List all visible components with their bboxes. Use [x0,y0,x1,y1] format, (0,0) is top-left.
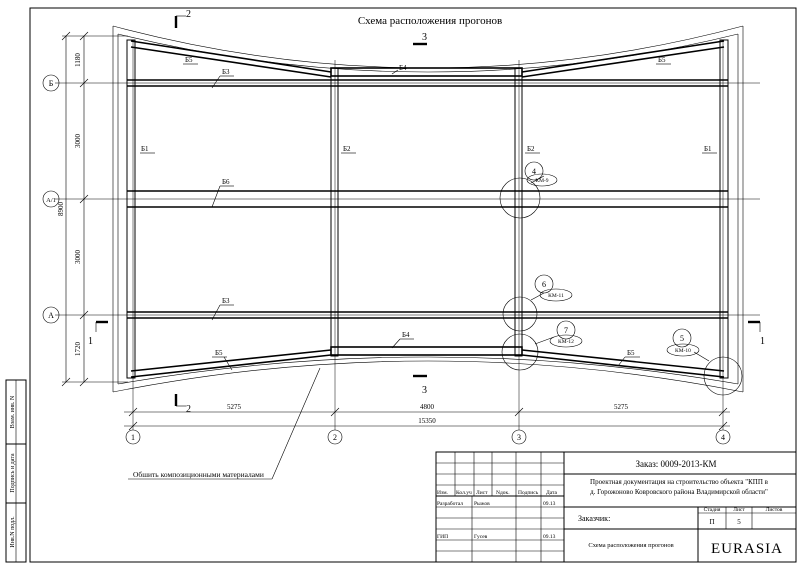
tb-header-list: Лист [476,490,488,496]
beam-label-b2-left: Б2 [343,145,351,153]
columns [126,39,729,379]
axis-label-1: 1 [131,433,135,442]
beam-label-b4-bottom: Б4 [402,331,410,339]
dim-3000-lower: 3000 [74,250,82,265]
beam-labels: Б1 Б1 Б2 Б2 Б3 Б3 Б4 Б4 Б5 Б5 Б5 Б5 Б6 [140,56,717,371]
tb-row2-role: ГИП [437,534,448,540]
beam-label-b5-bottom-right: Б5 [627,349,635,357]
callout-7-sheet: КМ-12 [558,339,574,345]
horizontal-dimensions: 5275 4800 5275 15350 [124,403,730,431]
tb-logo: EURASIA [711,541,783,557]
side-stamp-podpis: Подпись и дата [10,453,16,493]
section-mark-1-right: 1 [760,336,765,347]
drawing-title: Схема расположения прогонов [358,15,502,27]
section-marks: 2 2 3 3 1 1 [88,9,765,415]
beam-label-b1-left: Б1 [141,145,149,153]
dim-4800: 4800 [420,403,435,411]
tb-stage-header: Стадия [704,507,721,513]
beam-label-b3-top: Б3 [222,68,230,76]
tb-header-ndok: Nдок. [496,490,510,496]
tb-header-podp: Подпись [518,490,539,496]
tb-project-line2: д. Горожоново Ковровского района Владими… [590,488,768,496]
tb-row1-date: 09.13 [543,501,556,507]
axis-lines [55,40,760,430]
axis-label-a1: А/1 [46,197,56,204]
dim-3000-upper: 3000 [74,134,82,149]
dim-5275-right: 5275 [614,403,629,411]
callout-7-number: 7 [564,326,568,335]
section-mark-3-top: 3 [422,32,427,43]
callout-6-sheet: КМ-11 [548,293,564,299]
side-stamp-inv: Инв.N подл. [10,516,16,548]
callout-5-sheet: КМ-10 [675,348,691,354]
row-axis-bubbles: Б А/1 А [42,74,60,324]
tb-order: Заказ: 0009-2013-КМ [635,459,716,469]
tb-customer: Заказчик: [578,514,610,523]
tb-stage: П [709,518,714,526]
callout-5-number: 5 [680,334,684,343]
drawing-frame [29,7,797,563]
callout-4-sheet: КМ-9 [535,178,548,184]
axis-label-2: 2 [333,433,337,442]
beam-label-b2-right: Б2 [527,145,535,153]
tb-row1-role: Разработал [437,500,463,507]
cladding-note-text: Обшить композиционными материалами [133,470,264,479]
cladding-note: Обшить композиционными материалами [128,367,321,480]
axis-label-3: 3 [517,433,521,442]
purlins [127,40,728,378]
tb-row2-date: 09.13 [543,534,556,540]
beam-label-b6: Б6 [222,178,230,186]
beam-label-b3-bottom: Б3 [222,297,230,305]
beam-label-b5-top-right: Б5 [658,56,666,64]
detail-callouts: 4 КМ-9 6 КМ-11 7 КМ-12 5 КМ-10 [499,161,743,396]
callout-6-number: 6 [542,280,546,289]
tb-header-kol: Кол.уч [456,490,472,496]
tb-row2-name: Гусев [474,534,488,540]
tb-row1-name: Рыжов [474,501,490,507]
vertical-dimensions: 1180 3000 3000 1720 8900 [57,31,128,387]
section-mark-1-left: 1 [88,336,93,347]
dim-8900: 8900 [57,202,65,217]
side-stamp-vzam: Взам. инв. N [10,395,16,428]
tb-header-izm: Изм. [437,490,449,496]
dim-1180: 1180 [74,53,82,67]
callout-4-number: 4 [532,167,536,176]
side-stamp: Взам. инв. N Подпись и дата Инв.N подл. [5,379,27,563]
beam-label-b5-bottom-left: Б5 [215,349,223,357]
tb-header-data: Дата [546,490,558,496]
tb-listov-header: Листов [766,507,783,513]
dim-1720: 1720 [74,342,82,357]
section-mark-2-bottom: 2 [186,404,191,415]
tb-project-line1: Проектная документация на строительство … [590,478,769,486]
axis-label-4: 4 [721,433,725,442]
tb-sheet-no: 5 [737,518,741,526]
column-axis-bubbles: 1 2 3 4 [125,429,731,445]
tb-list-header: Лист [733,507,745,513]
title-block: Изм. Кол.уч Лист Nдок. Подпись Дата Разр… [435,451,797,563]
axis-label-b: Б [49,79,54,88]
beam-label-b1-right: Б1 [704,145,712,153]
tb-sheet-name: Схема расположения прогонов [588,542,673,549]
curved-cladding [112,25,744,393]
beam-label-b4-top: Б4 [399,64,407,72]
dim-5275-left: 5275 [227,403,242,411]
section-mark-3-bottom: 3 [422,385,427,396]
dim-15350: 15350 [418,417,436,425]
beam-label-b5-top-left: Б5 [185,56,193,64]
section-mark-2-top: 2 [186,9,191,20]
axis-label-a: А [48,311,54,320]
